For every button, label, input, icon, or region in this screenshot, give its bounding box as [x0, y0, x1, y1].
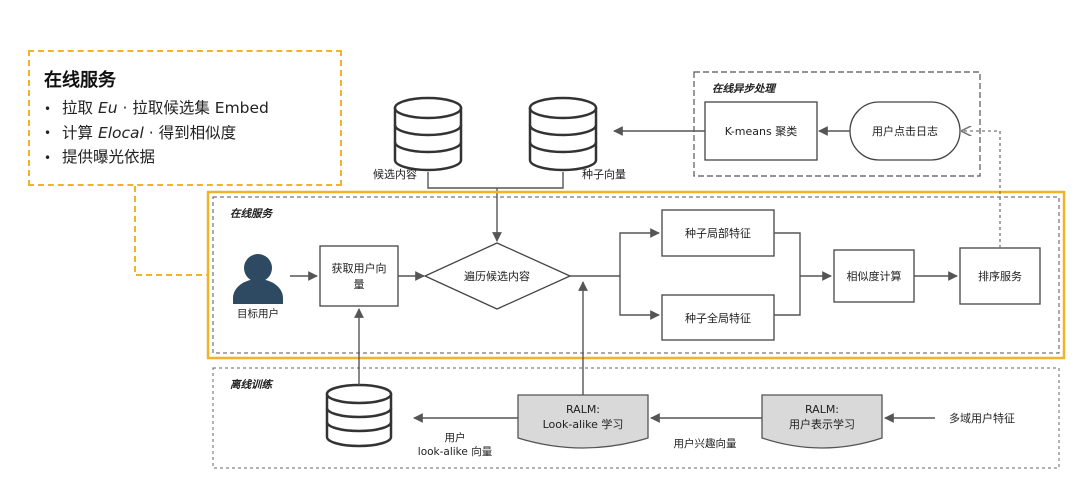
arrow-to-seed-global [619, 276, 660, 320]
ralm-lookalike-box [517, 394, 649, 449]
callout-item-symbol: Elocal [97, 123, 144, 142]
online-panel [206, 190, 1066, 360]
callout-item-text: 拉取 [62, 99, 98, 117]
get-vector-label-2: 量 [354, 278, 365, 291]
get-vector-label-1: 获取用户向 [332, 261, 387, 275]
traverse-label: 遍历候选内容 [464, 269, 530, 283]
similarity-label: 相似度计算 [847, 269, 902, 283]
seeds-db-label: 种子向量 [582, 167, 626, 181]
ranking-box [959, 247, 1041, 305]
feedback-ranking-to-log [962, 131, 1001, 248]
click-log-label: 用户点击日志 [872, 124, 938, 138]
interest-vector-label: 用户兴趣向量 [674, 437, 737, 450]
similarity-box [833, 249, 915, 303]
callout-connector [134, 186, 208, 276]
seed-local-merge [774, 232, 801, 276]
multi-domain-label: 多域用户特征 [949, 411, 1015, 425]
target-user-label: 目标用户 [237, 307, 279, 320]
ralm-lookalike-label-2: Look-alike 学习 [543, 417, 624, 431]
user-db-label-1: 用户 [445, 431, 466, 444]
callout-item: •拉取 Eu · 拉取候选集 Embed [44, 99, 269, 117]
callout-item-text: · 得到相似度 [143, 123, 237, 142]
candidates-db-label: 候选内容 [373, 167, 417, 181]
ralm-repr-label-1: RALM: [805, 403, 839, 416]
get-vector-box [319, 245, 399, 307]
candidates-db-icon [393, 96, 463, 172]
callout-list: •拉取 Eu · 拉取候选集 Embed •计算 Elocal · 得到相似度 … [30, 96, 340, 170]
callout-item: •提供曝光依据 [44, 148, 156, 166]
callout-item-text: 计算 [62, 123, 98, 142]
ralm-lookalike-label-1: RALM: [566, 403, 600, 416]
ralm-repr-label-2: 用户表示学习 [789, 417, 855, 431]
callout-title: 在线服务 [44, 70, 116, 91]
offline-panel-title: 离线训练 [230, 378, 273, 391]
user-db-label-2: look-alike 向量 [418, 445, 493, 458]
online-panel-title: 在线服务 [230, 207, 273, 220]
seeds-db-icon [528, 96, 598, 172]
seed-local-box [661, 209, 775, 257]
offline-panel [212, 367, 1060, 469]
db-join-line [427, 172, 564, 189]
seed-local-label: 种子局部特征 [685, 226, 751, 240]
ralm-repr-box [761, 394, 883, 449]
kmeans-label: K-means 聚类 [725, 124, 797, 138]
user-vector-db-icon [325, 383, 393, 448]
seed-global-merge [774, 276, 801, 316]
online-panel-inner [212, 196, 1060, 354]
callout-item-text: 提供曝光依据 [62, 148, 156, 166]
seed-global-label: 种子全局特征 [685, 311, 751, 325]
async-panel-title: 在线异步处理 [712, 82, 777, 95]
ranking-label: 排序服务 [978, 269, 1022, 283]
async-panel [693, 71, 981, 177]
arrow-to-seed-local [619, 228, 660, 276]
seed-global-box [661, 294, 775, 341]
callout-item: •计算 Elocal · 得到相似度 [44, 123, 237, 142]
callout-item-symbol: Eu [97, 99, 118, 117]
traverse-diamond [423, 242, 572, 310]
user-icon [233, 254, 283, 304]
callout-item-text: · 拉取候选集 Embed [117, 99, 269, 117]
online-service-callout: 在线服务 •拉取 Eu · 拉取候选集 Embed •计算 Elocal · 得… [28, 50, 342, 186]
